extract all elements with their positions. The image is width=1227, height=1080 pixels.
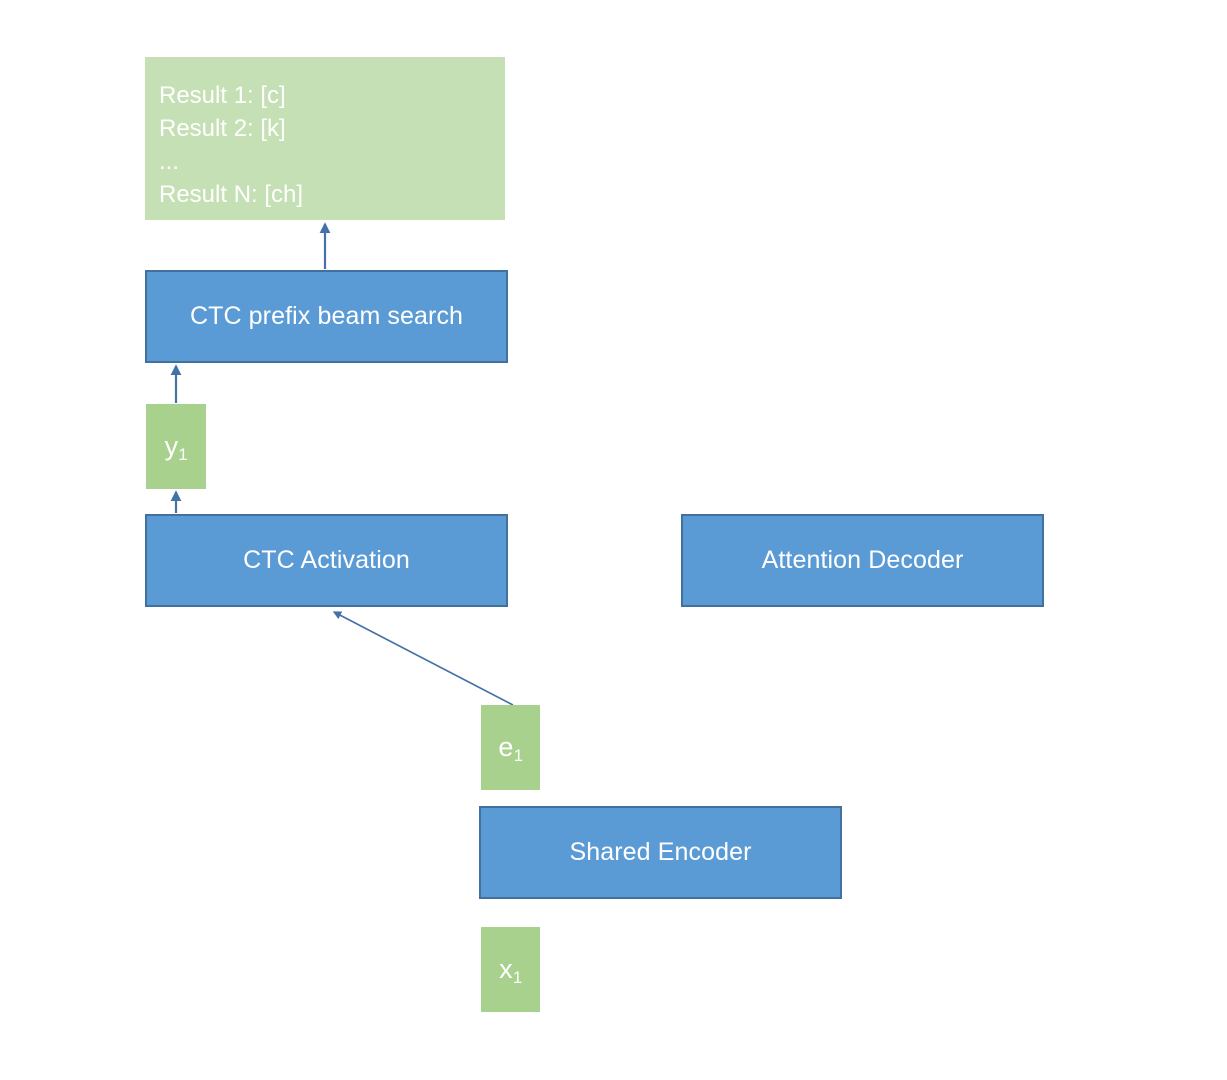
shared-encoder-box[interactable]: Shared Encoder [479,806,842,899]
ctc-prefix-beam-search-box[interactable]: CTC prefix beam search [145,270,508,363]
results-box: Result 1: [c] Result 2: [k] ... Result N… [145,57,505,220]
y1-subscript: 1 [178,445,188,465]
y1-variable-box: y1 [146,404,206,489]
x1-subscript: 1 [512,968,523,988]
ctc-activation-box[interactable]: CTC Activation [145,514,508,607]
x1-base: x [499,954,513,984]
result-line-ellipsis: ... [159,148,180,175]
result-line-1: Result 1: [c] [159,82,286,109]
attention-decoder-label: Attention Decoder [761,545,964,574]
result-line-2: Result 2: [k] [159,115,286,142]
edge-e1-to-ctc-activation [332,611,514,706]
e1-base: e [498,732,514,762]
e1-label: e1 [498,732,523,764]
x1-label: x1 [499,954,522,986]
y1-base: y [164,431,179,461]
e1-subscript: 1 [513,746,523,766]
y1-label: y1 [164,431,188,463]
ctc-prefix-beam-search-label: CTC prefix beam search [189,301,464,330]
x1-variable-box: x1 [481,927,540,1012]
shared-encoder-label: Shared Encoder [569,837,752,866]
e1-variable-box: e1 [481,705,540,790]
ctc-activation-label: CTC Activation [243,545,410,574]
result-line-n: Result N: [ch] [159,181,304,208]
attention-decoder-box[interactable]: Attention Decoder [681,514,1044,607]
